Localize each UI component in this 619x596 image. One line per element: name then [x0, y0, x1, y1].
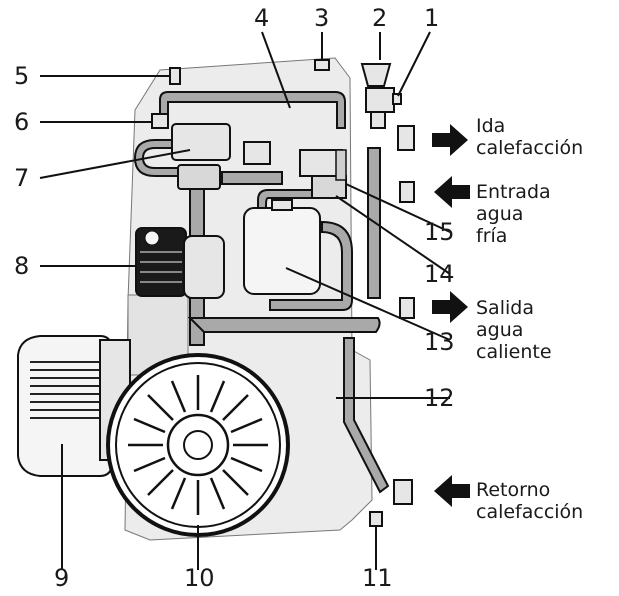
- valve-side-bracket: [243, 141, 271, 165]
- callout-14: 14: [424, 260, 455, 288]
- callout-2: 2: [372, 4, 387, 32]
- valve-body: [171, 123, 231, 161]
- callout-13: 13: [424, 328, 455, 356]
- label-entrada-line3: fría: [476, 225, 507, 247]
- label-ida-line2: calefacción: [476, 137, 583, 159]
- outlet-ida: [397, 125, 415, 151]
- callout-12: 12: [424, 384, 455, 412]
- tank-cap: [271, 199, 293, 211]
- pipe-valve-right: [221, 171, 283, 185]
- callout-6: 6: [14, 108, 29, 136]
- tank-body: [243, 207, 321, 295]
- arrow-retorno-in: [434, 475, 470, 507]
- arrow-entrada-in: [434, 176, 470, 208]
- callout-10: 10: [184, 564, 215, 591]
- callout-5: 5: [14, 62, 29, 90]
- burner-door-hub-inner: [183, 430, 213, 460]
- outlet-entrada: [399, 181, 415, 203]
- pump-cap: [144, 230, 160, 246]
- pump-volute: [183, 235, 225, 299]
- callout-15: 15: [424, 218, 455, 246]
- burner-door-rays: [128, 375, 268, 515]
- outlet-retorno: [393, 479, 413, 505]
- burner-housing: [17, 335, 113, 477]
- label-entrada-line2: agua: [476, 203, 523, 225]
- callout-11: 11: [362, 564, 393, 591]
- pipe-top-loop: [159, 91, 346, 129]
- fill-valve-body: [365, 87, 395, 113]
- burner-grille: [30, 361, 108, 419]
- label-retorno-line1: Retorno: [476, 479, 550, 501]
- top-fitting: [314, 59, 330, 71]
- fill-valve-handle: [392, 93, 402, 105]
- label-ida-line1: Ida: [476, 115, 505, 137]
- label-salida-line2: agua: [476, 319, 523, 341]
- flow-switch-body: [311, 175, 347, 199]
- pipe-tank-top: [257, 189, 321, 216]
- label-salida-line3: caliente: [476, 341, 552, 363]
- pipe-horizontal-mid: [187, 317, 381, 333]
- fill-valve-stem: [370, 111, 386, 129]
- left-fitting: [169, 67, 181, 85]
- label-salida-line1: Salida: [476, 297, 534, 319]
- flow-switch-stem: [335, 149, 347, 181]
- drain-valve: [369, 511, 383, 527]
- label-retorno-line2: calefacción: [476, 501, 583, 523]
- pipe-tank-loop: [269, 220, 353, 311]
- callout-9: 9: [54, 564, 69, 591]
- arrow-ida-out: [432, 124, 468, 156]
- callout-8: 8: [14, 252, 29, 280]
- leader-lines: [39, 31, 451, 570]
- pipe-return: [343, 337, 390, 494]
- callout-1: 1: [424, 4, 439, 32]
- valve-base: [177, 164, 221, 190]
- arrow-salida-out: [432, 291, 468, 323]
- fill-funnel: [360, 63, 392, 87]
- outlet-salida: [399, 297, 415, 319]
- air-vent: [151, 113, 169, 129]
- callout-7: 7: [14, 164, 29, 192]
- callout-3: 3: [314, 4, 329, 32]
- label-entrada-line1: Entrada: [476, 181, 551, 203]
- callout-4: 4: [254, 4, 269, 32]
